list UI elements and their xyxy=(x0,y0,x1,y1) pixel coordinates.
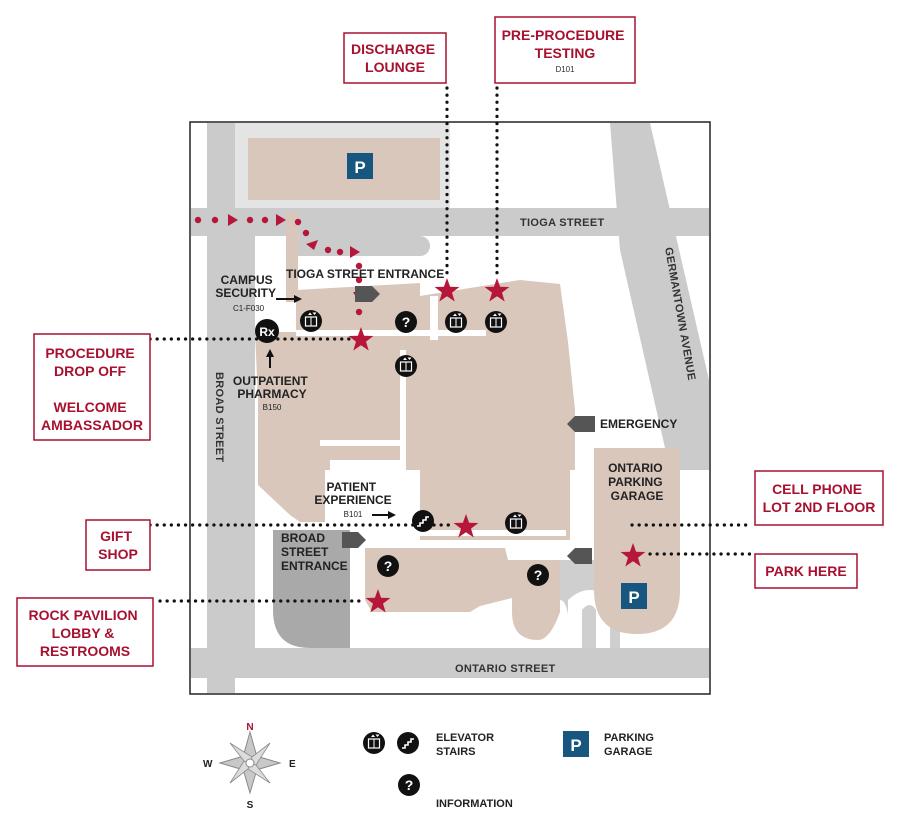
compass-east: E xyxy=(289,759,296,770)
north-garage-parking-icon: P xyxy=(347,153,373,179)
corridors xyxy=(296,296,566,540)
legend-parking-garage: PARKING GARAGE xyxy=(604,732,657,758)
south-east-block xyxy=(420,470,570,540)
corridor-west xyxy=(320,440,406,446)
callout-rock-pavilion[interactable]: ROCK PAVILION LOBBY & RESTROOMS xyxy=(16,597,154,667)
compass-north: N xyxy=(246,722,253,733)
pointer-arrows xyxy=(266,295,396,519)
legend-parking-icon: P xyxy=(563,731,589,757)
campus-security-label: CAMPUS SECURITY xyxy=(215,273,276,300)
svg-text:P: P xyxy=(570,736,581,755)
leader-lines xyxy=(148,86,752,603)
elevator-icon xyxy=(504,511,528,535)
elevator-icon xyxy=(394,354,418,378)
broad-entrance-label: BROAD STREET ENTRANCE xyxy=(281,531,348,573)
compass-rose xyxy=(218,730,282,795)
svg-text:DISCHARGE LOUNGE: DISCHARGE LOUNGE xyxy=(351,41,439,75)
svg-text:?: ? xyxy=(402,314,411,330)
svg-text:P: P xyxy=(354,158,365,177)
street-label-broad: BROAD STREET xyxy=(213,372,225,462)
patient-experience-label: PATIENT EXPERIENCE xyxy=(314,480,391,507)
entrance-arrows xyxy=(342,286,595,564)
street-label-ontario: ONTARIO STREET xyxy=(455,663,556,675)
tioga-connector xyxy=(286,212,298,302)
callout-procedure-drop-off[interactable]: PROCEDURE DROP OFF WELCOME AMBASSADOR xyxy=(33,333,151,441)
svg-text:Rx: Rx xyxy=(259,325,275,339)
svg-text:?: ? xyxy=(405,777,414,793)
information-icon: ? xyxy=(395,311,417,333)
pharmacy-icon: Rx xyxy=(255,319,279,343)
campus-security-room: C1-F030 xyxy=(233,304,265,313)
legend-elevator-icon xyxy=(362,731,386,755)
west-pavilion xyxy=(255,332,330,522)
legend-information: INFORMATION xyxy=(436,798,513,810)
corridor-north xyxy=(296,330,486,336)
outpatient-pharmacy-label: OUTPATIENT PHARMACY xyxy=(233,374,311,401)
compass-west: W xyxy=(203,759,213,770)
compass-south: S xyxy=(247,800,254,811)
svg-text:PARK HERE: PARK HERE xyxy=(765,563,846,579)
ontario-street-road xyxy=(191,648,709,678)
emergency-label: EMERGENCY xyxy=(600,417,677,431)
stairs-icon xyxy=(411,509,435,533)
callout-gift-shop[interactable]: GIFT SHOP xyxy=(85,519,151,571)
corridor-south xyxy=(406,530,566,536)
callout-park-here[interactable]: PARK HERE xyxy=(754,553,858,589)
callout-pre-procedure-testing[interactable]: PRE-PROCEDURE TESTING D101 xyxy=(494,16,636,84)
tioga-entrance-arrow xyxy=(355,286,380,302)
ontario-garage-parking-icon: P xyxy=(621,583,647,609)
legend-elevator-stairs: ELEVATOR STAIRS xyxy=(436,732,497,758)
north-parking-garage xyxy=(248,138,440,200)
information-icon: ? xyxy=(377,555,399,577)
svg-text:P: P xyxy=(628,588,639,607)
legend-stairs-icon xyxy=(396,731,420,755)
svg-text:ROCK PAVILION LOBBY &: ROCK PAVILION LOBBY & RESTROOMS xyxy=(28,607,141,659)
elevator-icon xyxy=(299,309,323,333)
svg-text:GIFT SHOP: GIFT SHOP xyxy=(98,528,138,562)
broad-entrance-arrow xyxy=(342,532,366,548)
garage-entrance-arrow xyxy=(567,548,592,564)
svg-text:?: ? xyxy=(384,558,393,574)
ontario-parking-garage xyxy=(594,448,680,634)
rock-pavilion xyxy=(365,548,560,640)
broad-entrance-plaza xyxy=(273,530,350,648)
svg-text:PROCEDURE DROP OFF: PROCEDURE DROP OFF WELCOME AMBASSADOR xyxy=(41,345,143,433)
streets xyxy=(191,123,709,693)
information-icon: ? xyxy=(527,564,549,586)
elevator-icon xyxy=(444,310,468,334)
svg-text:D101: D101 xyxy=(555,65,575,74)
street-label-tioga: TIOGA STREET xyxy=(520,217,604,229)
svg-text:PRE-PROCEDURE TESTING: PRE-PROCEDURE TESTING xyxy=(502,27,629,61)
tioga-entrance-label: TIOGA STREET ENTRANCE xyxy=(286,267,444,281)
ontario-garage-label: ONTARIO PARKING GARAGE xyxy=(608,461,666,503)
callout-cell-phone-lot[interactable]: CELL PHONE LOT 2ND FLOOR xyxy=(754,470,884,526)
svg-text:?: ? xyxy=(534,567,543,583)
corridor-ne xyxy=(430,296,438,340)
elevator-icon xyxy=(484,310,508,334)
patient-experience-room: B101 xyxy=(344,510,363,519)
germantown-avenue-road xyxy=(610,123,709,470)
outpatient-pharmacy-room: B150 xyxy=(263,403,282,412)
svg-text:CELL PHONE LOT 2ND FLOOR: CELL PHONE LOT 2ND FLOOR xyxy=(763,481,876,515)
callout-discharge-lounge[interactable]: DISCHARGE LOUNGE xyxy=(343,32,447,84)
legend-information-icon: ? xyxy=(398,774,420,796)
emergency-arrow xyxy=(567,416,595,432)
